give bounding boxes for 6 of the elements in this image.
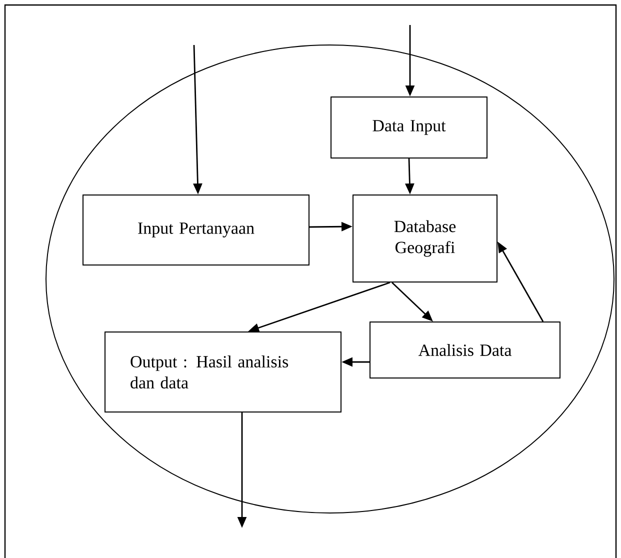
process-box: Database Geografi [352, 194, 498, 282]
process-box: Data Input [330, 96, 488, 158]
ellipse [46, 44, 614, 514]
process-box: Output : Hasil analisis dan data [104, 332, 342, 412]
process-box: Analisis Data [370, 322, 560, 378]
process-box: Input Pertanyaan [82, 194, 310, 266]
